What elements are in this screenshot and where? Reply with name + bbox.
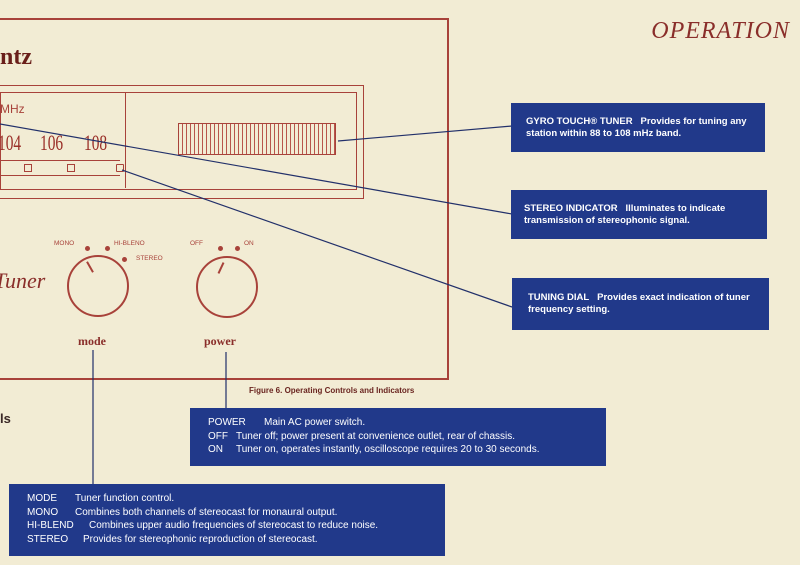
row-text: Tuner function control. [75,493,175,504]
panel-frame [0,18,449,380]
mode-knob-label: mode [78,334,106,348]
leader-line-dial [121,169,513,308]
mode-position-mono: MONO [54,240,75,247]
callout-title: STEREO INDICATOR [524,203,618,214]
power-knob-label: power [204,334,236,348]
mode-position-hi-blend: HI-BLENO [114,240,145,247]
leader-line-gyro [337,125,513,142]
description-row: STEREO Provides for stereophonic reproduc… [27,533,445,547]
row-text: Combines upper audio frequencies of ster… [89,520,379,531]
description-row: OFF Tuner off; power present at convenien… [208,430,606,444]
power-description-box: POWER Main AC power switch. OFF Tuner off;… [190,408,606,466]
gyro-touch-tuner-wheel[interactable] [178,123,336,155]
mode-indicator-dot [85,246,90,251]
power-indicator-dot [235,246,240,251]
callout-title: GYRO TOUCH® TUNER [526,116,633,127]
brand-logo-fragment: ntz [0,44,32,70]
callout-stereo-indicator: STEREO INDICATOR Illuminates to indicate… [511,190,767,239]
power-knob[interactable] [196,256,258,318]
row-key: STEREO [27,533,69,545]
mode-indicator-dot [122,257,127,262]
row-text: Combines both channels of stereocast for… [75,506,338,518]
callout-text: Provides exact indication of tuner frequ… [528,292,750,315]
callout-gyro-touch-tuner: GYRO TOUCH® TUNER Provides for tuning an… [511,103,765,152]
description-row: ON Tuner on, operates instantly, oscillos… [208,443,606,457]
frequency-mark: 104 [0,130,22,155]
description-row: HI-BLEND Combines upper audio frequencies… [27,519,445,533]
row-text: Main AC power switch. [264,417,366,428]
dial-marker [24,164,32,172]
tuning-dial-pointer [116,164,124,172]
callout-title: TUNING DIAL [528,292,590,303]
callout-tuning-dial: TUNING DIAL Provides exact indication of… [512,278,769,330]
band-unit-label: MHz [0,102,25,116]
figure-caption: Figure 6. Operating Controls and Indicat… [249,386,415,395]
description-row: MODE Tuner function control. [27,492,445,506]
row-key: MODE [27,493,57,504]
frequency-mark: 108 [84,130,108,155]
row-key: MONO [27,506,59,518]
frequency-mark: 106 [40,130,64,155]
callout-text: Illuminates to indicate transmission of … [524,203,726,226]
mode-knob[interactable] [67,255,129,317]
dial-window-outer [0,85,364,199]
description-row: POWER Main AC power switch. [208,416,606,430]
row-text: Tuner off; power present at convenience … [236,430,516,442]
leader-line-stereo [0,123,513,215]
mode-indicator-dot [105,246,110,251]
callout-text: Provides for tuning any station within 8… [526,116,747,139]
mode-position-stereo: STEREO [136,255,163,262]
power-indicator-dot [218,246,223,251]
tuner-script-label: Tuner [0,268,46,293]
mode-description-box: MODE Tuner function control. MONO Combines… [9,484,445,556]
power-position-on: ON [244,240,254,247]
row-key: ON [208,444,223,455]
row-key: OFF [208,430,228,442]
row-key: POWER [208,417,246,428]
dial-marker [67,164,75,172]
power-position-off: OFF [190,240,203,247]
tuning-dial-scale [0,160,120,176]
row-text: Tuner on, operates instantly, oscillosco… [236,444,540,455]
dial-window-divider [125,92,126,188]
page-title: OPERATION [651,18,790,44]
row-text: Provides for stereophonic reproduction o… [83,533,318,545]
row-key: HI-BLEND [27,520,74,531]
description-row: MONO Combines both channels of stereocast… [27,506,445,520]
cropped-text-fragment: ls [0,411,11,426]
